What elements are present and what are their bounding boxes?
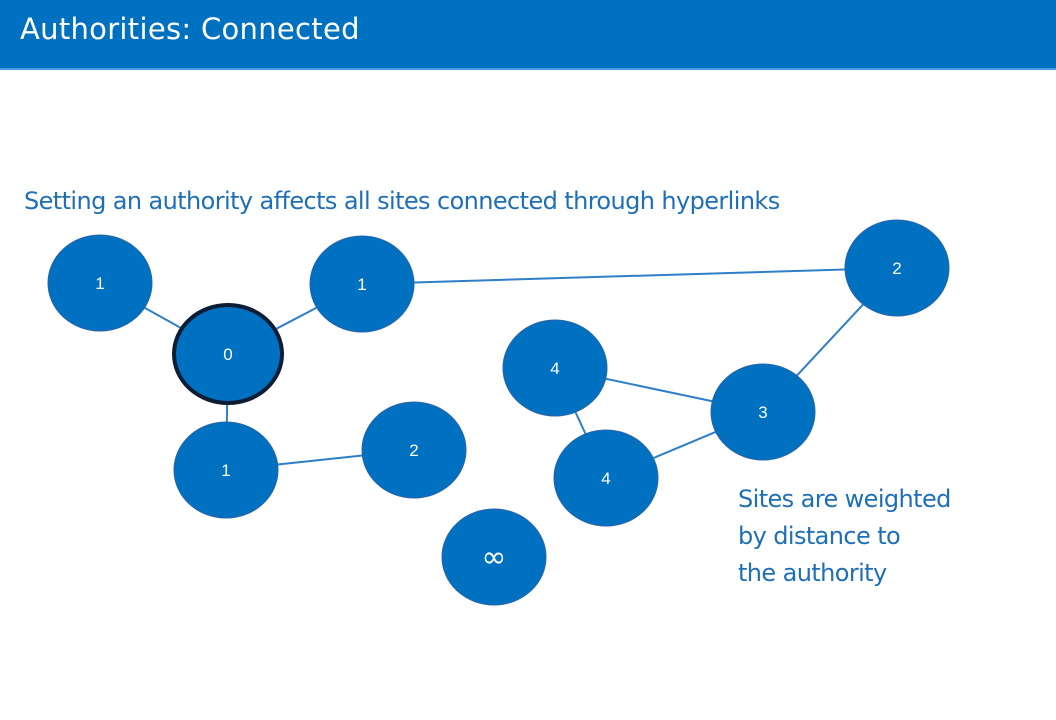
edge-n4a-n3 (605, 377, 713, 403)
node-circle (710, 363, 816, 461)
node-label: ∞ (482, 540, 507, 575)
site-node: 2 (844, 219, 950, 317)
node-circle (47, 234, 153, 332)
node-label: 1 (221, 461, 230, 480)
node-circle (502, 319, 608, 417)
node-circle (361, 401, 467, 499)
edge-n1c-n2mid (277, 454, 363, 466)
site-node: 1 (173, 421, 279, 519)
note-line-2: by distance to (738, 522, 901, 550)
edge-n1a-n0 (144, 306, 183, 330)
edge-n1b-n2top (413, 268, 846, 284)
weighting-note: Sites are weighted by distance to the au… (738, 481, 1038, 592)
site-node: 2 (361, 401, 467, 499)
node-circle (844, 219, 950, 317)
slide-subtitle: Setting an authority affects all sites c… (24, 187, 780, 215)
edge-n2top-n3 (796, 303, 864, 377)
site-node: 4 (553, 429, 659, 527)
edge-n4a-n4b (574, 411, 587, 435)
node-circle (309, 235, 415, 333)
site-node: 3 (710, 363, 816, 461)
node-circle (173, 421, 279, 519)
graph-nodes: 1 1 2 0 4 3 2 1 4 ∞ (47, 219, 950, 606)
title-bar: Authorities: Connected (0, 0, 1056, 70)
site-node: 1 (309, 235, 415, 333)
node-label: 4 (601, 469, 610, 488)
note-line-1: Sites are weighted (738, 485, 951, 513)
site-node: 4 (502, 319, 608, 417)
slide-title: Authorities: Connected (20, 12, 360, 46)
node-label: 2 (892, 259, 901, 278)
site-node: ∞ (441, 508, 547, 606)
edge-n4b-n3 (652, 430, 717, 460)
note-line-3: the authority (738, 559, 887, 587)
node-label: 1 (357, 275, 366, 294)
site-node: 1 (47, 234, 153, 332)
node-label: 1 (95, 274, 104, 293)
node-label: 2 (409, 441, 418, 460)
node-label: 3 (758, 403, 767, 422)
node-label: 4 (550, 359, 559, 378)
node-circle (441, 508, 547, 606)
edge-n0-n1b (274, 306, 318, 331)
graph-edges (144, 268, 864, 466)
node-circle (553, 429, 659, 527)
node-label: 0 (223, 345, 232, 364)
authority-node: 0 (172, 303, 284, 405)
node-circle (172, 303, 284, 405)
